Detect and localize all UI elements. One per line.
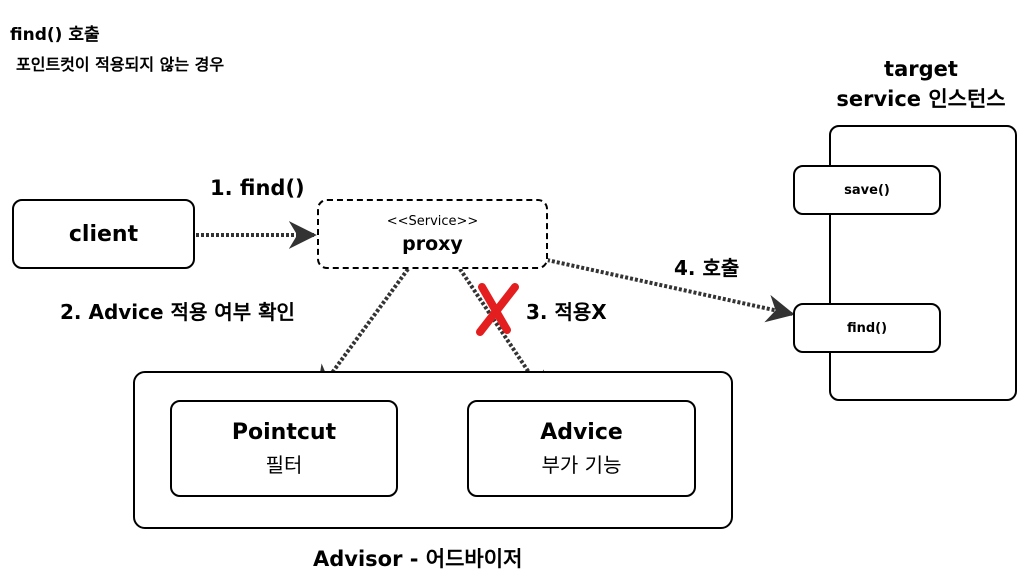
arrow-proxy-to-target-find <box>546 258 795 323</box>
arrow-proxy-to-advice <box>458 267 548 401</box>
target-method-find: find() <box>793 303 941 353</box>
step3-label: 3. 적용X <box>526 300 607 324</box>
advice-title: Advice <box>540 419 623 445</box>
proxy-box: <<Service>> proxy <box>317 199 548 269</box>
pointcut-title: Pointcut <box>231 419 337 445</box>
target-title-line2: service 인스턴스 <box>836 87 1006 111</box>
pointcut-box: Pointcut 필터 <box>170 400 398 497</box>
blocked-x-mark <box>476 283 519 336</box>
advice-desc: 부가 기능 <box>541 452 622 477</box>
step1-label: 1. find() <box>210 176 305 200</box>
proxy-stereotype: <<Service>> <box>386 213 479 229</box>
proxy-name: proxy <box>402 232 463 255</box>
method-find-label: find() <box>846 320 888 336</box>
diagram-title: find() 호출 <box>10 25 100 45</box>
step4-label: 4. 호출 <box>674 256 740 280</box>
target-title: target service 인스턴스 <box>816 54 1021 114</box>
method-save-label: save() <box>844 182 890 198</box>
client-box: client <box>12 199 195 269</box>
target-method-save: save() <box>793 165 941 215</box>
client-label: client <box>68 221 139 247</box>
advice-box: Advice 부가 기능 <box>467 400 696 497</box>
pointcut-desc: 필터 <box>265 452 303 477</box>
advisor-label: Advisor - 어드바이저 <box>313 547 523 571</box>
diagram-subtitle: 포인트컷이 적용되지 않는 경우 <box>16 55 225 74</box>
step2-label: 2. Advice 적용 여부 확인 <box>60 300 295 324</box>
target-title-line1: target <box>884 57 958 81</box>
